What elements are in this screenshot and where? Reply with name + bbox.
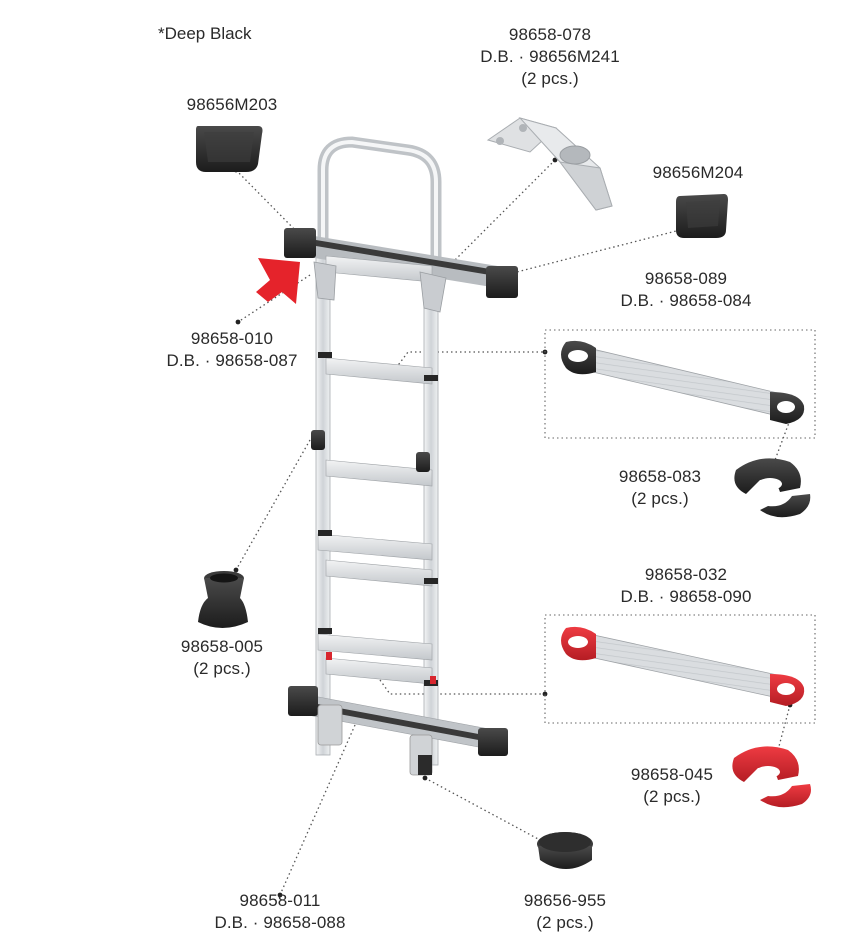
callout-line: 98658-083 xyxy=(618,467,702,486)
callout-98658-089: 98658-089 D.B. · 98658-084 xyxy=(606,268,766,312)
bottom-bracket-left xyxy=(317,704,343,746)
bottom-cap-right xyxy=(478,728,508,756)
step-black-ends-part-icon xyxy=(561,340,805,424)
callout-line: (2 pcs.) xyxy=(193,659,251,678)
ladder-steps xyxy=(317,255,433,685)
callout-line: D.B. · 98656M241 xyxy=(480,47,620,66)
bottom-cap-left xyxy=(288,686,318,716)
callout-line: 98658-078 xyxy=(508,25,592,44)
callout-98658-005: 98658-005 (2 pcs.) xyxy=(170,636,274,680)
callout-line: D.B. · 98658-087 xyxy=(166,351,298,370)
callout-98656M203: 98656M203 xyxy=(174,94,290,116)
mounting-bracket-part-icon xyxy=(486,117,613,211)
ladder-left-rail xyxy=(315,254,331,756)
deep-black-note: *Deep Black xyxy=(158,24,252,43)
step-box-black xyxy=(544,329,816,439)
callout-line: (2 pcs.) xyxy=(536,913,594,932)
rail-plug-left xyxy=(311,430,325,450)
callout-line: 98656M203 xyxy=(186,95,278,114)
callout-98658-011: 98658-011 D.B. · 98658-088 xyxy=(200,890,360,934)
callout-line: 98656-955 xyxy=(523,891,607,910)
callout-line: (2 pcs.) xyxy=(631,489,689,508)
red-marker-left xyxy=(326,652,332,660)
ladder-right-rail xyxy=(423,264,439,766)
callout-98656-955: 98656-955 (2 pcs.) xyxy=(510,890,620,934)
step-red-ends-part-icon xyxy=(561,626,805,706)
callout-line: 98658-010 xyxy=(190,329,274,348)
ladder xyxy=(284,136,518,776)
callout-line: 98658-032 xyxy=(644,565,728,584)
black-plug-part-icon xyxy=(537,832,593,869)
top-cap-right xyxy=(486,266,518,298)
callout-line: D.B. · 98658-090 xyxy=(620,587,752,606)
red-marker-right xyxy=(430,676,436,684)
callout-line: D.B. · 98658-084 xyxy=(620,291,752,310)
callout-line: 98658-005 xyxy=(180,637,264,656)
red-clamp-part-icon xyxy=(732,746,811,808)
callout-98658-078: 98658-078 D.B. · 98656M241 (2 pcs.) xyxy=(466,24,634,90)
red-arrow-icon xyxy=(256,258,300,304)
callout-line: 98658-011 xyxy=(239,891,321,910)
callout-line: 98658-045 xyxy=(630,765,714,784)
black-clamp-part-icon xyxy=(734,458,811,518)
callout-line: D.B. · 98658-088 xyxy=(214,913,346,932)
callout-98658-045: 98658-045 (2 pcs.) xyxy=(620,764,724,808)
callout-line: 98658-089 xyxy=(644,269,728,288)
top-bracket-left xyxy=(313,261,337,301)
callout-line: (2 pcs.) xyxy=(521,69,579,88)
step-box-red xyxy=(544,614,816,724)
callout-98658-083: 98658-083 (2 pcs.) xyxy=(608,466,712,510)
callout-98658-032: 98658-032 D.B. · 98658-090 xyxy=(606,564,766,608)
callout-line: (2 pcs.) xyxy=(643,787,701,806)
top-bracket-right xyxy=(419,271,447,313)
callout-line: 98656M204 xyxy=(652,163,744,182)
callout-98658-010: 98658-010 D.B. · 98658-087 xyxy=(152,328,312,372)
callout-98656M204: 98656M204 xyxy=(638,162,758,184)
rail-plug-right xyxy=(416,452,430,472)
top-cap-left xyxy=(284,228,316,258)
black-sleeve-part-icon xyxy=(198,571,248,628)
